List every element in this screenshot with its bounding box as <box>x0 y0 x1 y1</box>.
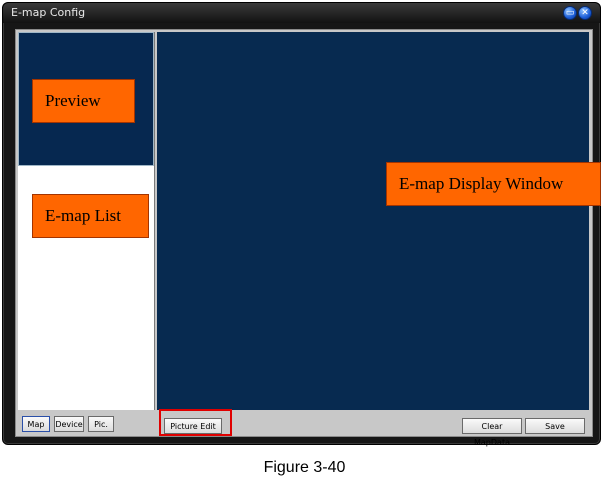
picture-edit-button[interactable]: Picture Edit <box>164 418 222 434</box>
display-callout: E-map Display Window <box>386 162 601 206</box>
left-panel: Preview E-map List <box>18 32 155 410</box>
client-area: Preview E-map List E-map Display Window … <box>15 29 601 447</box>
save-button[interactable]: Save <box>525 418 585 434</box>
window-title: E-map Config <box>11 6 86 19</box>
emap-list-callout: E-map List <box>32 194 149 238</box>
emap-display-window[interactable]: E-map Display Window <box>157 32 601 410</box>
figure-caption: Figure 3-40 <box>263 459 346 476</box>
highlight-box <box>159 409 232 436</box>
emap-config-window: E-map Config ▭ ✕ Preview E-map List E-ma… <box>2 2 601 447</box>
tab-device[interactable]: Device <box>54 416 84 432</box>
tab-pic[interactable]: Pic. <box>88 416 114 432</box>
title-bar: E-map Config ▭ ✕ <box>3 3 600 23</box>
bottom-toolbar: Map Device Pic. Picture Edit Clear MapDa… <box>16 409 592 447</box>
close-icon[interactable]: ✕ <box>578 6 592 20</box>
minimize-icon[interactable]: ▭ <box>563 6 577 20</box>
tab-map[interactable]: Map <box>22 416 50 432</box>
preview-callout: Preview <box>32 79 135 123</box>
clear-mapdata-button[interactable]: Clear MapData <box>462 418 522 447</box>
